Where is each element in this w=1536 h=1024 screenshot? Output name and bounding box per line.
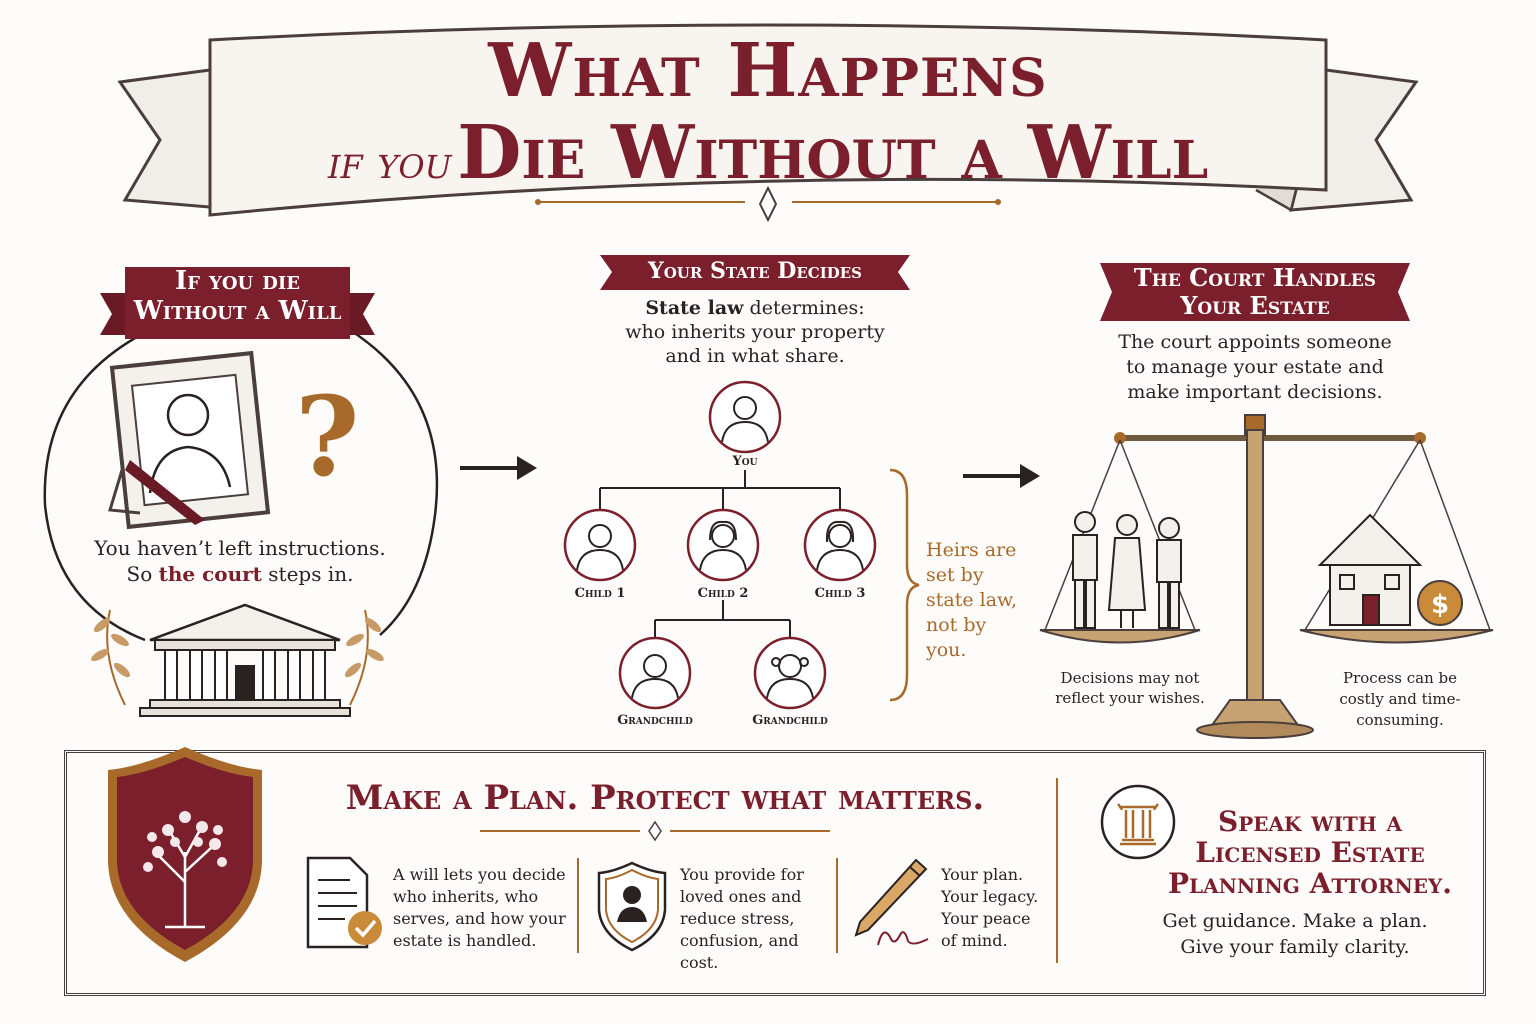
cta-subtext: Get guidance. Make a plan. Give your fam… — [1162, 910, 1428, 958]
document-check-icon — [306, 856, 382, 949]
divider-ornament — [480, 820, 830, 842]
right-pan-note: Process can be costly and time- consumin… — [1339, 669, 1461, 729]
courthouse-icon — [139, 603, 351, 717]
item3-text: Your plan. Your legacy. Your peace of mi… — [941, 865, 1039, 950]
section2-text: State law determines: who inherits your … — [625, 297, 885, 367]
child1-label: Child 1 — [574, 586, 626, 601]
brace — [889, 468, 920, 702]
section1-art: ? — [43, 267, 439, 717]
grandchild1-label: Grandchild — [617, 713, 693, 728]
question-mark-icon: ? — [295, 372, 359, 501]
grandchild2-node — [753, 636, 827, 710]
family-icon — [1072, 511, 1182, 629]
bottom-panel — [64, 750, 1486, 996]
child2-node — [686, 508, 760, 582]
title-line1: What Happens — [488, 28, 1048, 114]
portrait-frame-icon — [108, 350, 271, 530]
section1-banner: If you die Without a Will — [133, 266, 342, 326]
section3-banner: The Court Handles Your Estate — [1133, 263, 1377, 320]
column-icon — [1100, 784, 1176, 860]
section3-text: The court appoints someone to manage you… — [1118, 331, 1392, 403]
left-pan-note: Decisions may not reflect your wishes. — [1055, 669, 1205, 707]
title-die-without-a-will: Die Without a Will — [457, 110, 1209, 196]
title-line2: if you Die Without a Will — [0, 110, 1536, 196]
shield-tree-icon — [108, 747, 262, 962]
family-tree-diagram — [563, 380, 877, 710]
child3-node — [803, 508, 877, 582]
arrow-right-icon — [963, 464, 1040, 488]
house-icon — [1317, 513, 1423, 626]
title-scroll — [117, 23, 1419, 223]
grandchild2-label: Grandchild — [752, 713, 828, 728]
coin-dollar-icon: $ — [1417, 580, 1463, 626]
person-icon — [576, 396, 864, 699]
svg-text:$: $ — [1431, 590, 1449, 620]
you-label: You — [732, 454, 758, 469]
you-node — [708, 380, 782, 454]
section2-banner-shape — [600, 255, 910, 290]
pen-signature-icon — [854, 858, 929, 946]
section3-banner-shape — [1100, 263, 1410, 321]
plan-headline: Make a Plan. Protect what matters. — [345, 778, 985, 818]
heirs-note: Heirs are set by state law, not by you. — [926, 539, 1018, 661]
shield-person-icon — [597, 861, 667, 952]
child2-label: Child 2 — [697, 586, 749, 601]
section1-text: You haven’t left instructions. So the co… — [94, 536, 386, 586]
item-divider — [577, 858, 579, 953]
scales-of-justice-icon: $ — [1039, 414, 1494, 739]
arrow-right-icon — [460, 456, 537, 480]
grandchild1-node — [618, 636, 692, 710]
item2-text: You provide for loved ones and reduce st… — [680, 865, 804, 972]
item-divider — [836, 858, 838, 953]
cta-divider — [1056, 778, 1058, 963]
item1-text: A will lets you decide who inherits, who… — [393, 865, 566, 950]
title-if-you: if you — [327, 135, 452, 189]
child1-node — [563, 508, 637, 582]
section2-banner: Your State Decides — [647, 258, 863, 284]
cta-heading: Speak with a Licensed Estate Planning At… — [1167, 805, 1453, 900]
child3-label: Child 3 — [814, 586, 866, 601]
